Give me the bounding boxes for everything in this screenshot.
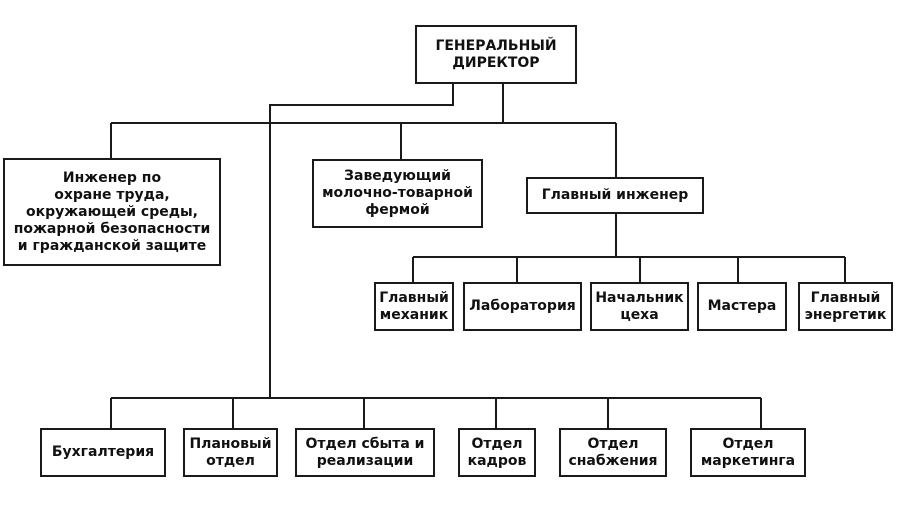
node-sales-dept-label: Отдел сбыта и реализации [305, 435, 425, 469]
node-ceo-label: ГЕНЕРАЛЬНЫЙ ДИРЕКТОР [435, 37, 557, 71]
node-hr-dept: Отдел кадров [458, 428, 536, 477]
node-hr-dept-label: Отдел кадров [467, 435, 527, 469]
node-accounting-label: Бухгалтерия [51, 444, 155, 460]
node-shop-head-label: Начальник цеха [595, 289, 684, 323]
node-chief-engineer-label: Главный инженер [541, 187, 689, 203]
node-shop-head: Начальник цеха [590, 282, 689, 331]
node-chief-mechanic: Главный механик [374, 282, 454, 331]
connector-ceo-trunk [269, 83, 454, 398]
node-marketing-dept-label: Отдел маркетинга [700, 435, 796, 469]
node-chief-power-engineer: Главный энергетик [798, 282, 893, 331]
node-laboratory: Лаборатория [463, 282, 582, 331]
node-foremen-label: Мастера [707, 298, 777, 314]
node-ceo: ГЕНЕРАЛЬНЫЙ ДИРЕКТОР [415, 25, 577, 84]
node-supply-dept: Отдел снабжения [559, 428, 667, 477]
node-chief-mechanic-label: Главный механик [379, 289, 449, 323]
node-safety-engineer-label: Инженер по охране труда, окружающей сред… [13, 169, 211, 254]
node-safety-engineer: Инженер по охране труда, окружающей сред… [3, 158, 221, 266]
node-supply-dept-label: Отдел снабжения [568, 435, 658, 469]
node-sales-dept: Отдел сбыта и реализации [295, 428, 435, 477]
node-accounting: Бухгалтерия [40, 428, 166, 477]
node-foremen: Мастера [697, 282, 787, 331]
node-chief-engineer: Главный инженер [526, 177, 704, 214]
node-dairy-farm-head: Заведующий молочно-товарной фермой [312, 159, 483, 228]
node-planning-dept-label: Плановый отдел [189, 435, 272, 469]
node-planning-dept: Плановый отдел [183, 428, 278, 477]
node-laboratory-label: Лаборатория [469, 298, 576, 314]
node-marketing-dept: Отдел маркетинга [690, 428, 806, 477]
node-dairy-farm-head-label: Заведующий молочно-товарной фермой [322, 168, 473, 218]
node-chief-power-engineer-label: Главный энергетик [804, 289, 887, 323]
